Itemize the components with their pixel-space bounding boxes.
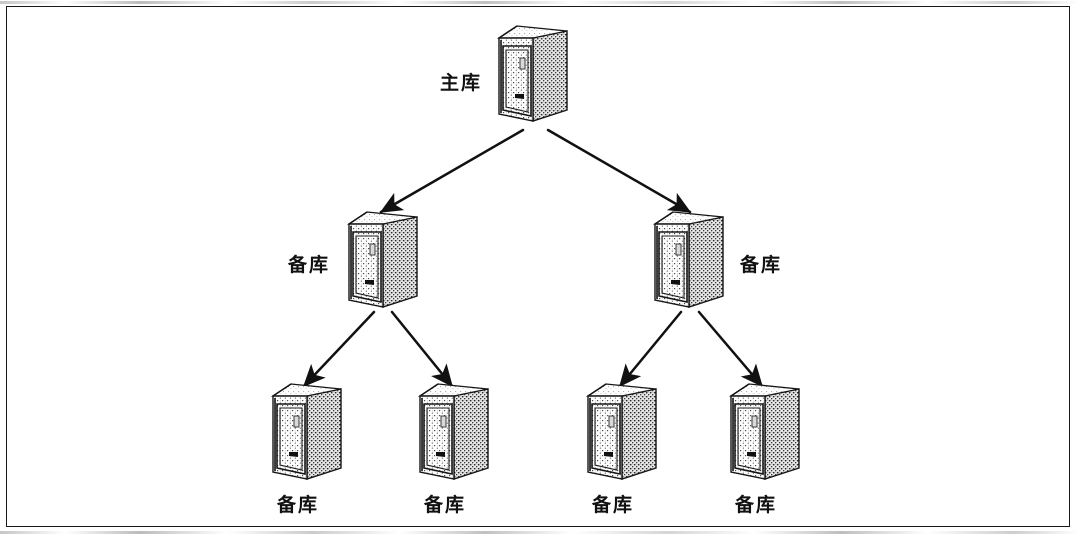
server-cabinet-icon xyxy=(498,25,568,122)
node-label-mid-left: 备库 xyxy=(288,254,331,276)
server-cabinet-icon xyxy=(587,383,657,480)
server-cabinet-icon xyxy=(654,211,724,308)
node-label-leaf-4: 备库 xyxy=(735,494,778,516)
figure-border xyxy=(6,6,1070,527)
server-cabinet-icon xyxy=(272,383,342,480)
edge-mid-left-to-leaf-2 xyxy=(390,310,454,388)
edge-mid-right-to-leaf-4 xyxy=(697,310,764,388)
server-cabinet-icon xyxy=(348,211,418,308)
node-label-leaf-3: 备库 xyxy=(592,494,635,516)
server-cabinet-icon xyxy=(730,383,800,480)
edge-root-to-mid-left xyxy=(379,128,525,214)
edge-mid-left-to-leaf-1 xyxy=(302,310,376,388)
node-label-mid-right: 备库 xyxy=(740,254,783,276)
node-label-leaf-2: 备库 xyxy=(424,494,467,516)
server-cabinet-icon xyxy=(419,383,489,480)
node-label-leaf-1: 备库 xyxy=(277,494,320,516)
edge-mid-right-to-leaf-3 xyxy=(618,310,683,388)
edge-root-to-mid-right xyxy=(546,128,692,214)
node-label-root: 主库 xyxy=(440,72,483,94)
